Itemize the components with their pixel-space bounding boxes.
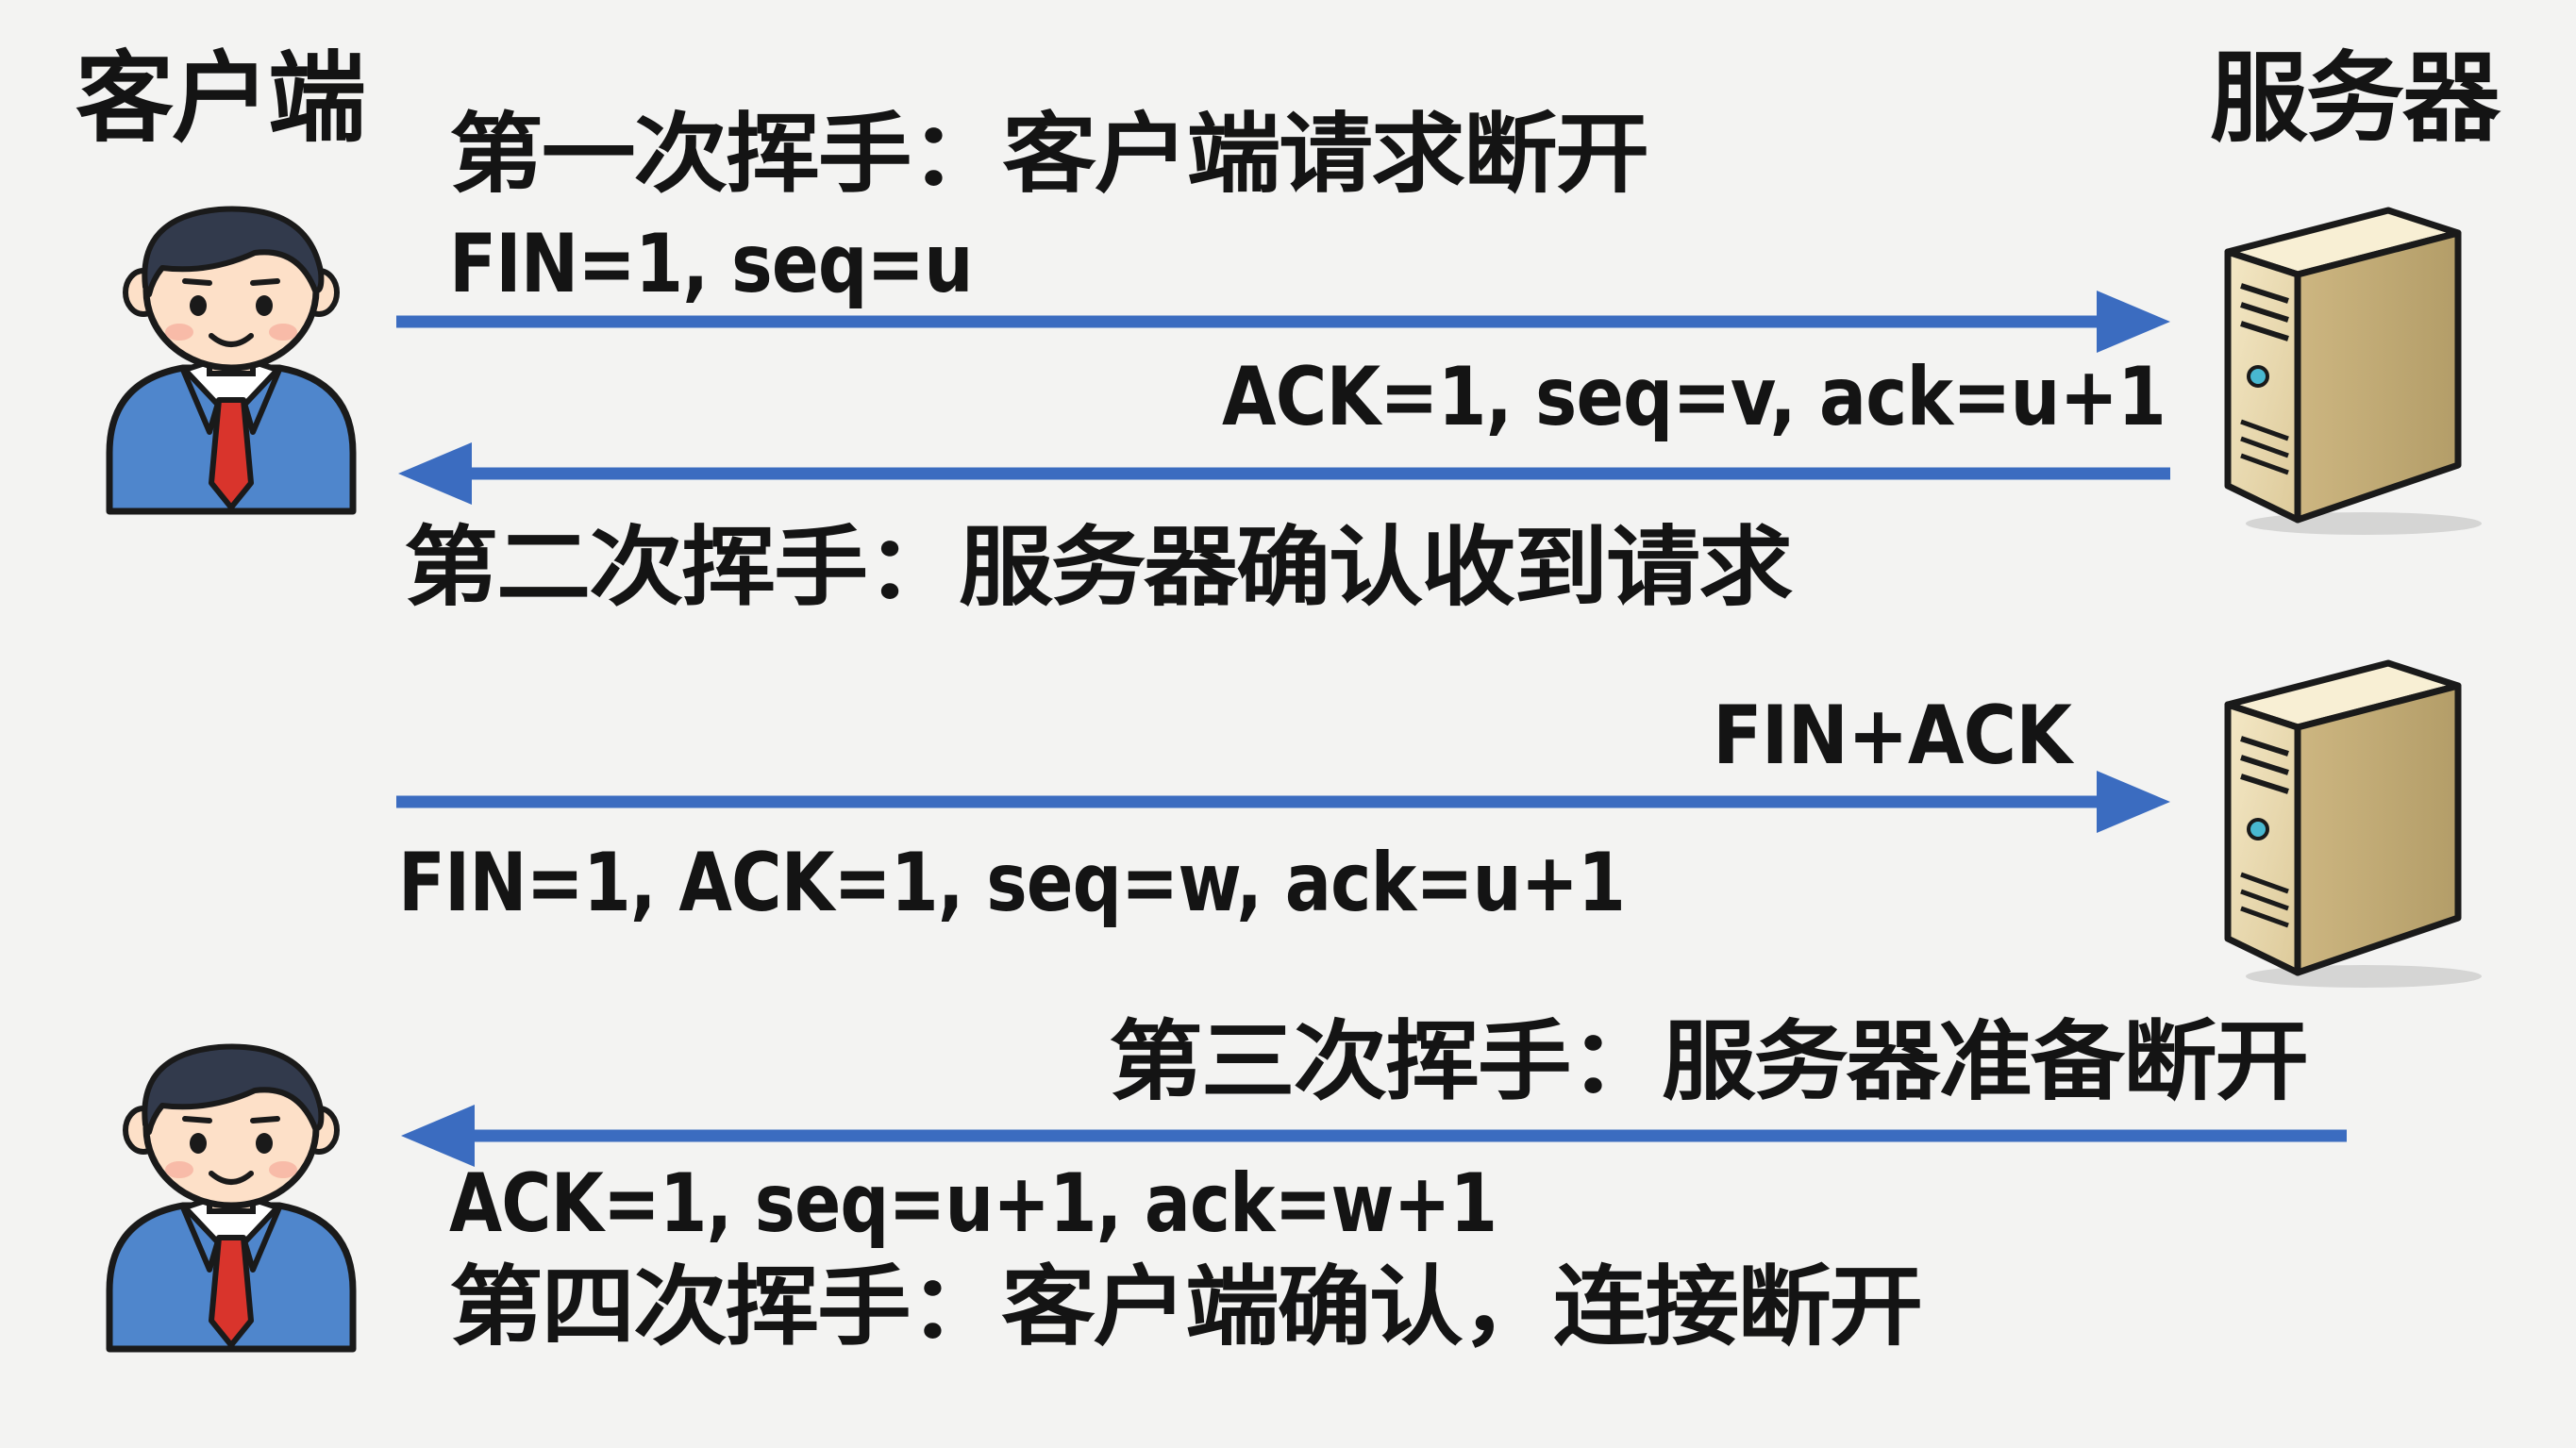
server-title: 服务器: [2209, 41, 2501, 156]
server-tower-icon-second: [2203, 627, 2486, 990]
step-4-packet-label: ACK=1, seq=u+1, ack=w+1: [449, 1157, 1497, 1251]
step-1-handshake-label: 第一次挥手：客户端请求断开: [449, 104, 1649, 205]
client-title: 客户端: [75, 41, 366, 156]
step-3-packet-label: FIN=1, ACK=1, seq=w, ack=u+1: [398, 836, 1626, 930]
step-4-extra-label: 第四次挥手：客户端确认，连接断开: [449, 1257, 1923, 1357]
arrow-step-1: [396, 291, 2170, 353]
server-tower-icon: [2203, 175, 2486, 538]
arrow-step-2: [398, 442, 2170, 505]
step-2-packet-label: ACK=1, seq=v, ack=u+1: [1222, 350, 2166, 444]
client-avatar-icon-bottom: [104, 1038, 359, 1358]
step-3-top-label: FIN+ACK: [1712, 689, 2072, 783]
step-2-handshake-label: 第二次挥手：服务器确认收到请求: [404, 517, 1793, 618]
step-1-packet-label: FIN=1, seq=u: [449, 217, 974, 311]
step-4-handshake-label: 第三次挥手：服务器准备断开: [1108, 1011, 2309, 1112]
client-avatar-icon: [104, 200, 359, 521]
arrow-step-4: [401, 1105, 2347, 1167]
arrow-step-3: [396, 771, 2170, 833]
